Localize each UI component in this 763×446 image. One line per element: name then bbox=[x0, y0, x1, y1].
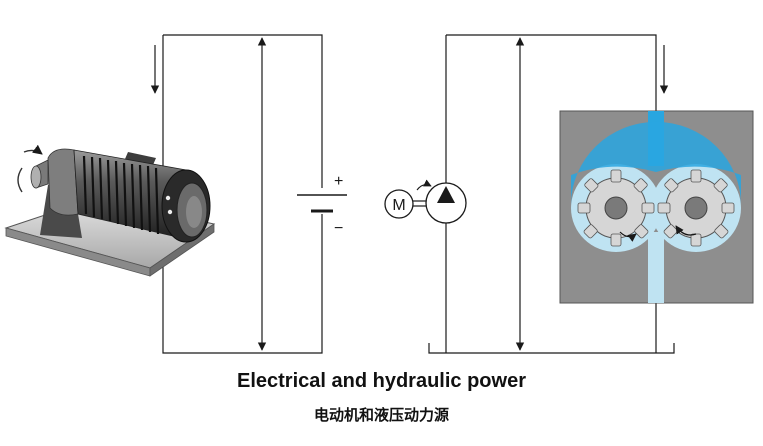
diagram-title: Electrical and hydraulic power bbox=[237, 370, 526, 392]
battery-minus-label: − bbox=[334, 220, 343, 237]
hydraulic-pump-symbol-icon: M bbox=[384, 179, 467, 224]
hydraulic-circuit: M bbox=[384, 34, 675, 354]
hydraulic-line-top bbox=[446, 34, 657, 111]
battery-symbol-icon: + − bbox=[297, 173, 347, 237]
motor-label: M bbox=[392, 197, 405, 214]
diagram-subtitle: 电动机和液压动力源 bbox=[313, 406, 449, 424]
circuit-wire bbox=[163, 34, 323, 188]
tank-symbol bbox=[428, 343, 675, 354]
electric-motor-icon bbox=[4, 144, 216, 277]
rotation-arrow-icon bbox=[17, 167, 23, 193]
gear-pump-cutaway-icon bbox=[559, 110, 754, 304]
battery-plus-label: + bbox=[334, 173, 343, 190]
